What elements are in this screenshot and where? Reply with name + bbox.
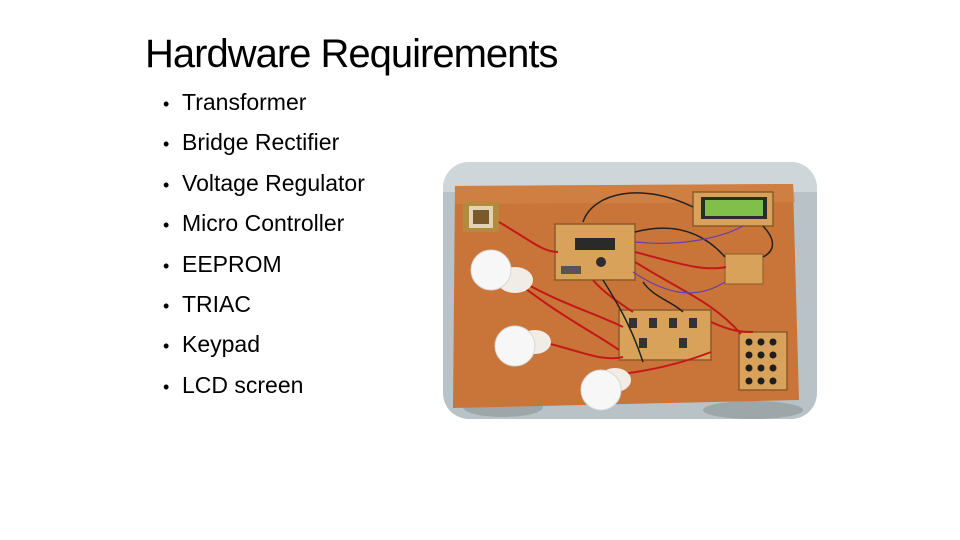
bulb bbox=[470, 249, 533, 293]
bullet-text: TRIAC bbox=[182, 290, 251, 317]
bullet-item: • LCD screen bbox=[163, 368, 365, 408]
bullet-item: • EEPROM bbox=[163, 247, 365, 287]
bullet-item: • Voltage Regulator bbox=[163, 166, 365, 206]
bullet-marker: • bbox=[163, 174, 170, 195]
bullet-list: • Transformer • Bridge Rectifier • Voltage … bbox=[163, 85, 365, 408]
slide-title: Hardware Requirements bbox=[145, 32, 559, 76]
bullet-text: Keypad bbox=[182, 331, 261, 358]
bullet-item: • TRIAC bbox=[163, 287, 365, 327]
bullet-text: Transformer bbox=[182, 89, 307, 115]
bullet-marker: • bbox=[163, 255, 170, 276]
bullet-item: • Micro Controller bbox=[163, 206, 365, 246]
bullet-item: • Keypad bbox=[163, 327, 365, 367]
bullet-marker: • bbox=[163, 134, 170, 155]
lcd-screen bbox=[705, 200, 763, 216]
bullet-text: EEPROM bbox=[182, 250, 282, 277]
hardware-photo-illustration bbox=[443, 162, 817, 419]
bullet-text: Bridge Rectifier bbox=[182, 129, 340, 156]
bullet-marker: • bbox=[163, 376, 170, 397]
wiring bbox=[498, 221, 754, 378]
bullet-marker: • bbox=[163, 215, 170, 236]
bullet-marker: • bbox=[163, 94, 170, 114]
bullet-marker: • bbox=[163, 295, 170, 316]
bullet-text: LCD screen bbox=[182, 371, 304, 398]
bulb bbox=[580, 368, 631, 411]
bulb bbox=[494, 325, 551, 367]
hardware-photo bbox=[443, 162, 817, 419]
bullet-item: • Bridge Rectifier bbox=[163, 125, 365, 165]
bullet-text: Micro Controller bbox=[182, 210, 345, 237]
bullet-text: Voltage Regulator bbox=[182, 169, 365, 196]
bullet-marker: • bbox=[163, 336, 170, 357]
bullet-item: • Transformer bbox=[163, 85, 365, 125]
